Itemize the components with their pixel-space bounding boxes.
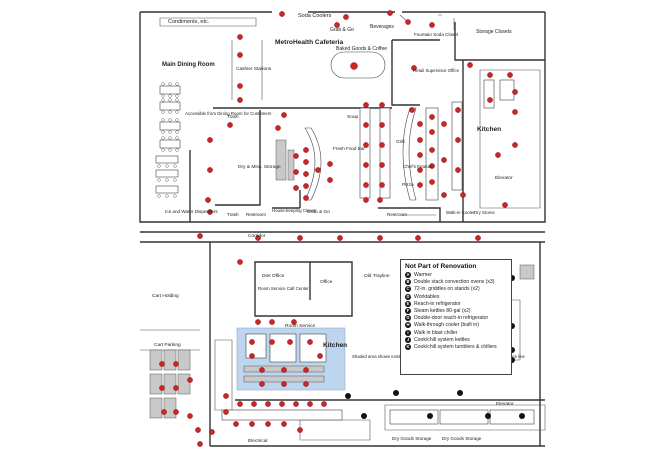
legend-letter-marker: E <box>405 300 411 307</box>
upper-plan-walls <box>139 11 546 223</box>
label-dry-goods-1: Dry Goods Storage <box>392 436 432 441</box>
cart-parking <box>149 349 191 419</box>
legend-item-text: Cook/chill system kettles <box>414 336 470 343</box>
label-dry-goods-2: Dry Goods Storage <box>442 436 482 441</box>
label-room-service: Room Service <box>285 323 315 329</box>
label-fountain-soda: Fountain Soda Closet <box>414 32 459 37</box>
legend-letter-marker: G <box>405 315 411 322</box>
legend-letter-marker: D <box>405 293 411 300</box>
label-old-trayline: Old Trayline <box>364 273 390 279</box>
label-trash-bottom: Trash <box>227 212 239 217</box>
label-office: Office <box>320 279 333 285</box>
label-condiments: Condiments, etc. <box>168 19 210 25</box>
dining-tables <box>155 82 181 198</box>
label-diet-office: Diet Office <box>262 273 285 279</box>
label-trash-top: Trash <box>227 114 239 119</box>
label-corridor: Corridor <box>248 233 266 239</box>
legend-item-text: Worktables <box>414 293 440 300</box>
label-electrical: Electrical <box>248 438 267 444</box>
legend-letter-marker: F <box>405 308 411 315</box>
lower-plan-walls <box>140 231 546 447</box>
label-chefs-feature: Chef's Feature <box>403 164 433 169</box>
label-restroom-1: Restroom <box>246 212 266 217</box>
label-dry-misc: Dry & Misc. Storage <box>238 164 281 170</box>
label-ice-water: Ice and Water Dispensers <box>165 209 218 214</box>
legend-item-text: Double-door reach-in refrigerator <box>414 315 489 322</box>
legend-letter-marker: K <box>405 344 411 351</box>
legend-letter-marker: B <box>405 279 411 286</box>
label-walkin-cooler: Walk-in Cooler <box>446 210 475 215</box>
label-grab-go-bottom: Grab & Go <box>307 209 330 215</box>
legend-letter-marker: J <box>405 336 411 343</box>
label-storage-closets: Storage Closets <box>476 29 512 35</box>
kitchen-equipment <box>221 264 535 425</box>
label-cart-parking: Cart Parking <box>154 342 181 348</box>
label-grill: Grill <box>396 139 405 145</box>
label-cashier: Cashier Stations <box>236 66 272 72</box>
legend-letter-marker: H <box>405 322 411 329</box>
label-cart-holding: Cart Holding <box>152 293 179 299</box>
legend-item-text: Walk in blast chiller <box>414 329 458 336</box>
label-dry-stores: Dry Stores <box>474 210 496 215</box>
label-elevator-top: Elevator <box>495 175 513 181</box>
label-kitchen-top: Kitchen <box>477 126 501 133</box>
label-elevator-bottom: Elevator <box>496 401 514 407</box>
label-grab-go-top: Grab & Go <box>330 27 354 33</box>
label-kitchen-bottom: Kitchen <box>323 342 347 349</box>
equipment-tag-markers <box>159 10 518 447</box>
legend-item-text: Reach-in refrigerator <box>414 300 461 307</box>
label-fresh-food: Fresh Food Bar <box>333 146 365 151</box>
label-restroom-2: Restroom <box>387 212 407 217</box>
label-baked-goods: Baked Goods & Coffee <box>336 46 387 52</box>
legend-title: Not Part of Renovation <box>405 263 477 270</box>
label-beverages: Beverages <box>370 24 394 30</box>
label-cafeteria-title: MetroHealth Cafeteria <box>275 39 343 46</box>
label-main-dining: Main Dining Room <box>162 62 215 68</box>
legend-letter-marker: A <box>405 272 411 278</box>
legend-item-text: Warmer <box>414 272 432 278</box>
label-retail-office: Retail Supervisor Office <box>413 68 460 73</box>
service-counters <box>275 51 515 201</box>
label-housekeeping: House-keeping Closet <box>272 208 316 213</box>
label-accessible: Accessible from Dining Room for Customer… <box>185 111 272 116</box>
label-room-service-cc: Room Service Call Center <box>258 286 309 291</box>
legend-letter-marker: C <box>405 286 411 293</box>
upper-plan-labels: Condiments, etc. Soda Coolers Grab & Go … <box>162 13 513 217</box>
legend-item-text: Steam kettles 80-gal (x2) <box>414 308 471 315</box>
label-soda-coolers: Soda Coolers <box>298 13 332 19</box>
legend-item-text: Double stack convection ovens (x3) <box>414 279 495 286</box>
legend-item-text: 72-in. griddles on stands (x2) <box>414 286 480 293</box>
label-soup: Soup <box>347 114 359 120</box>
legend-letter-marker: I <box>405 329 411 336</box>
label-pizza: Pizza <box>402 182 414 188</box>
legend-item-text: Cook/chill system tumblers & chillers <box>414 344 497 351</box>
legend-item-text: Walk-through cooler (built in) <box>414 322 479 329</box>
